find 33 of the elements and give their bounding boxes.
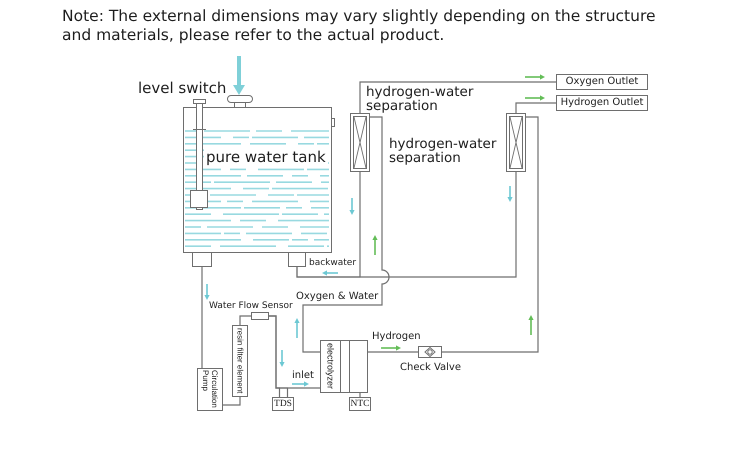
pipe-line (201, 267, 203, 368)
pump-label: Circulation Pump (201, 370, 219, 408)
filter-cartridge (232, 325, 248, 397)
part-label: level switch (138, 79, 226, 97)
separator-label: hydrogen-water separation (366, 86, 474, 113)
pump-unit (197, 368, 223, 411)
valve-label: Check Valve (400, 362, 461, 374)
sensor-label: Water Flow Sensor (209, 301, 293, 311)
pipe-line (296, 172, 517, 278)
pipe-line (223, 397, 241, 406)
pipe-line (368, 351, 418, 353)
separator-label: hydrogen-water separation (389, 138, 498, 165)
filter-label: resin filter element (236, 328, 244, 394)
unit-label: electrolyzer (326, 343, 336, 390)
probe-label: TDS (274, 399, 292, 409)
tank-label: pure water tank (204, 149, 328, 166)
pipe-line (239, 315, 251, 325)
edge-label: Hydrogen (371, 331, 422, 342)
edge-label: Oxygen & Water (295, 291, 380, 302)
probe-label: NTC (350, 399, 370, 409)
pipe-line (269, 315, 288, 397)
pipe-line (302, 116, 390, 353)
pipe-line (515, 102, 556, 113)
inlet-arrow (233, 56, 245, 95)
outlet-label: Hydrogen Outlet (560, 97, 644, 109)
electrolyzer-unit (320, 340, 368, 393)
note-text: Note: The external dimensions may vary slightly depending on the structure and materials, please refer to the actual product. (62, 7, 657, 45)
outlet-box (556, 95, 648, 111)
outlet-box (556, 74, 648, 90)
outlet-label: Oxygen Outlet (566, 76, 638, 88)
edge-label: inlet (291, 370, 315, 381)
pipe-line (442, 116, 539, 353)
pipe-line (359, 81, 556, 113)
